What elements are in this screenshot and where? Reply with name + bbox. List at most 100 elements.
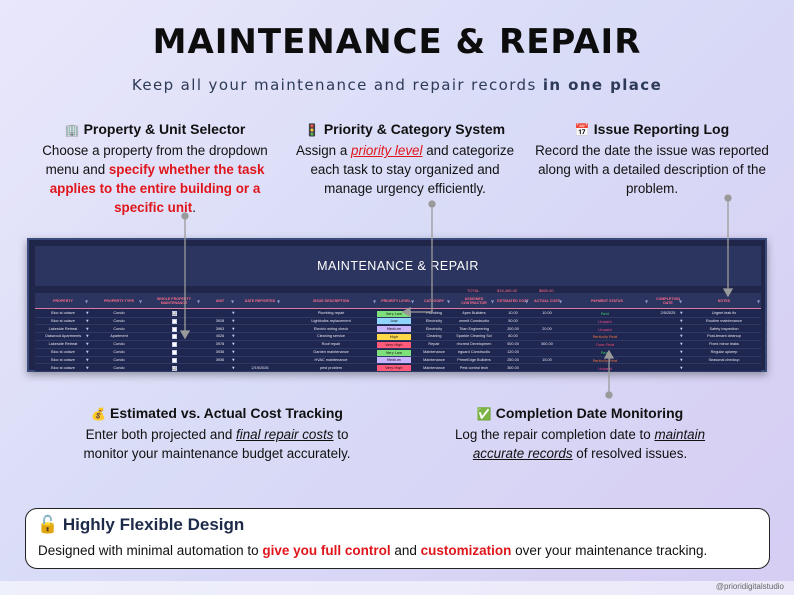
cell-contractor[interactable]: rincrest Developmen	[456, 342, 492, 347]
column-header[interactable]: PRIORITY LEVEL	[381, 299, 411, 303]
column-header[interactable]: CATEGORY	[424, 299, 444, 303]
column-header[interactable]: PAYMENT STATUS	[591, 299, 623, 303]
cell-unit[interactable]: 3936	[215, 357, 225, 362]
cell-done[interactable]	[653, 318, 683, 325]
filter-dropdown-icon[interactable]: ▼	[757, 299, 761, 304]
cell-contractor[interactable]: PrimeEdge Builders	[457, 357, 491, 362]
cell-act[interactable]: 20.00	[542, 326, 552, 331]
cell-notes[interactable]: Safety inspection	[709, 326, 739, 331]
cell-done[interactable]	[653, 326, 683, 333]
priority-select[interactable]: High	[377, 333, 411, 340]
column-header[interactable]: PROPERTY	[53, 299, 73, 303]
cell-done[interactable]	[653, 341, 683, 348]
column-header[interactable]: PROPERTY TYPE	[103, 299, 135, 303]
cell-contractor[interactable]: Sparkle Cleaning Sol	[456, 334, 492, 339]
cell-dropdown-icon[interactable]: ▼	[86, 326, 89, 331]
column-header[interactable]: UNIT	[215, 299, 225, 303]
cell-dropdown-icon[interactable]: ▼	[232, 311, 235, 315]
cell-type[interactable]: Condo	[113, 342, 125, 347]
cell-dropdown-icon[interactable]: ▼	[86, 318, 89, 323]
cell-category[interactable]: Maintenance	[423, 350, 445, 354]
cell-dropdown-icon[interactable]: ▼	[86, 357, 89, 362]
cell-est[interactable]: 80.00	[508, 334, 518, 339]
whole-property-checkbox[interactable]	[171, 350, 177, 355]
cell-property[interactable]: Oakwood Apartments	[44, 334, 82, 339]
whole-property-checkbox[interactable]: ☑	[171, 365, 177, 371]
payment-status-select[interactable]: Over Paid	[595, 342, 615, 348]
cell-act[interactable]: 10.00	[542, 311, 552, 315]
cell-est[interactable]: 50.00	[508, 318, 518, 323]
cell-issue[interactable]: Electric wiring check	[313, 326, 349, 331]
cell-category[interactable]: Electricity	[425, 326, 443, 331]
payment-status-select[interactable]: Unpaid	[598, 365, 612, 371]
cell-property[interactable]: Bloc st octave	[51, 350, 75, 354]
cell-property[interactable]: Bloc st octave	[51, 311, 75, 315]
priority-select[interactable]: Medium	[377, 326, 411, 333]
cell-contractor[interactable]: Apex Builders	[462, 311, 486, 315]
cell-dropdown-icon[interactable]: ▼	[86, 350, 89, 354]
cell-type[interactable]: Apartment	[110, 334, 128, 339]
cell-contractor[interactable]: eguard Constructio	[457, 350, 491, 354]
payment-status-select[interactable]: Unpaid	[598, 318, 612, 324]
cell-notes[interactable]: Fixed minor leaks	[709, 342, 739, 347]
whole-property-checkbox[interactable]: ☑	[171, 311, 177, 316]
cell-dropdown-icon[interactable]: ▼	[680, 311, 683, 315]
whole-property-checkbox[interactable]	[171, 318, 177, 324]
cell-est[interactable]: 300.00	[507, 365, 519, 370]
filter-dropdown-icon[interactable]: ▼	[559, 299, 563, 304]
cell-unit[interactable]	[205, 310, 235, 317]
column-header[interactable]: COMPLETION DATE	[656, 297, 680, 305]
filter-dropdown-icon[interactable]: ▼	[139, 299, 143, 304]
cell-est[interactable]: 120.00	[507, 350, 519, 354]
cell-date[interactable]	[239, 341, 281, 348]
cell-property[interactable]: Bloc st octave	[51, 365, 75, 370]
cell-notes[interactable]: Seasonal checkup	[708, 357, 740, 362]
filter-dropdown-icon[interactable]: ▼	[447, 299, 451, 304]
filter-dropdown-icon[interactable]: ▼	[679, 299, 683, 304]
cell-category[interactable]: Electricity	[425, 318, 443, 323]
priority-select[interactable]: Very High	[377, 365, 411, 372]
cell-unit[interactable]: 4026	[215, 334, 225, 339]
cell-unit[interactable]: 3928	[215, 318, 225, 323]
cell-date[interactable]	[239, 349, 281, 356]
column-header[interactable]: WHOLE PROPERTY MAINTENANCE	[156, 297, 192, 305]
filter-dropdown-icon[interactable]: ▼	[491, 299, 495, 304]
filter-dropdown-icon[interactable]: ▼	[411, 299, 415, 304]
cell-contractor[interactable]: Titan Engineering	[459, 326, 489, 331]
cell-issue[interactable]: Garden maintenance	[313, 350, 349, 354]
cell-dropdown-icon[interactable]: ▼	[232, 318, 235, 323]
cell-dropdown-icon[interactable]: ▼	[232, 326, 235, 331]
cell-category[interactable]: Repair	[428, 342, 440, 347]
cell-contractor[interactable]: ummit Constructio	[458, 318, 490, 323]
cell-dropdown-icon[interactable]: ▼	[86, 342, 89, 347]
cell-act[interactable]	[531, 318, 563, 325]
table-row[interactable]: Oakwood Apartments ▼ Apartment 4026 ▼ Cleanin…	[35, 333, 761, 341]
cell-category[interactable]: Maintenance	[423, 357, 445, 362]
payment-status-select[interactable]: Partially Paid	[592, 334, 618, 340]
cell-dropdown-icon[interactable]: ▼	[232, 334, 235, 339]
cell-issue[interactable]: Lightbulbs replacement	[311, 318, 351, 323]
column-header[interactable]: DATE REPORTED	[244, 299, 276, 303]
cell-done[interactable]	[653, 365, 683, 372]
cell-type[interactable]: Condo	[113, 318, 125, 323]
column-header[interactable]: NOTES	[717, 299, 731, 303]
whole-property-checkbox[interactable]	[171, 326, 177, 332]
cell-type[interactable]: Condo	[113, 357, 125, 362]
column-header[interactable]: ESTIMATED COST	[497, 299, 529, 303]
cell-dropdown-icon[interactable]: ▼	[86, 365, 89, 370]
cell-date[interactable]	[239, 310, 281, 317]
cell-dropdown-icon[interactable]: ▼	[680, 318, 683, 323]
cell-category[interactable]: Cleaning	[426, 334, 442, 339]
cell-issue[interactable]: HVAC maintenance	[314, 357, 348, 362]
column-header[interactable]: ASSIGNED CONTRACTOR	[461, 297, 487, 305]
cell-dropdown-icon[interactable]: ▼	[680, 334, 683, 339]
cell-date[interactable]: 2/19/2026	[251, 365, 269, 370]
priority-select[interactable]: Low	[377, 318, 411, 325]
cell-dropdown-icon[interactable]: ▼	[680, 342, 683, 347]
cell-category[interactable]: Plumbing	[426, 311, 442, 315]
